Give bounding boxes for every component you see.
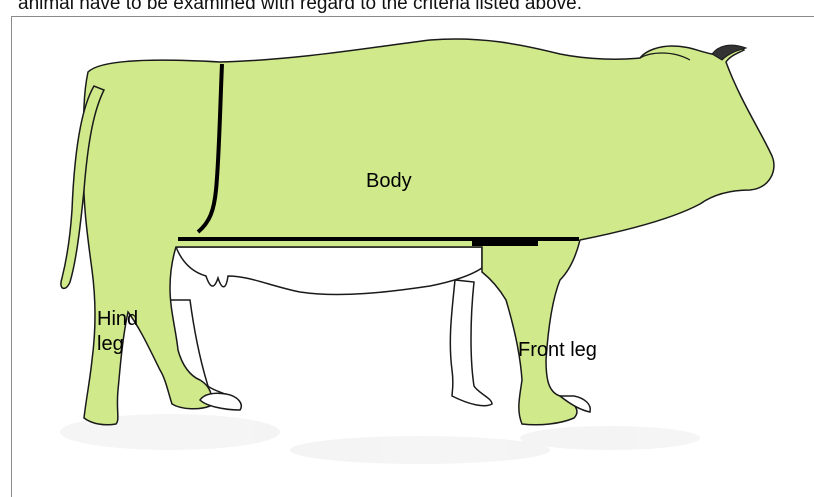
cow-far-front-leg [450,280,492,406]
ground-shading [60,414,700,464]
body-label: Body [366,169,412,194]
cow-udder [176,247,482,294]
front-leg-top-marker [472,239,538,246]
front-leg-label: Front leg [518,338,597,363]
hind-leg-label: Hind leg [97,307,157,357]
